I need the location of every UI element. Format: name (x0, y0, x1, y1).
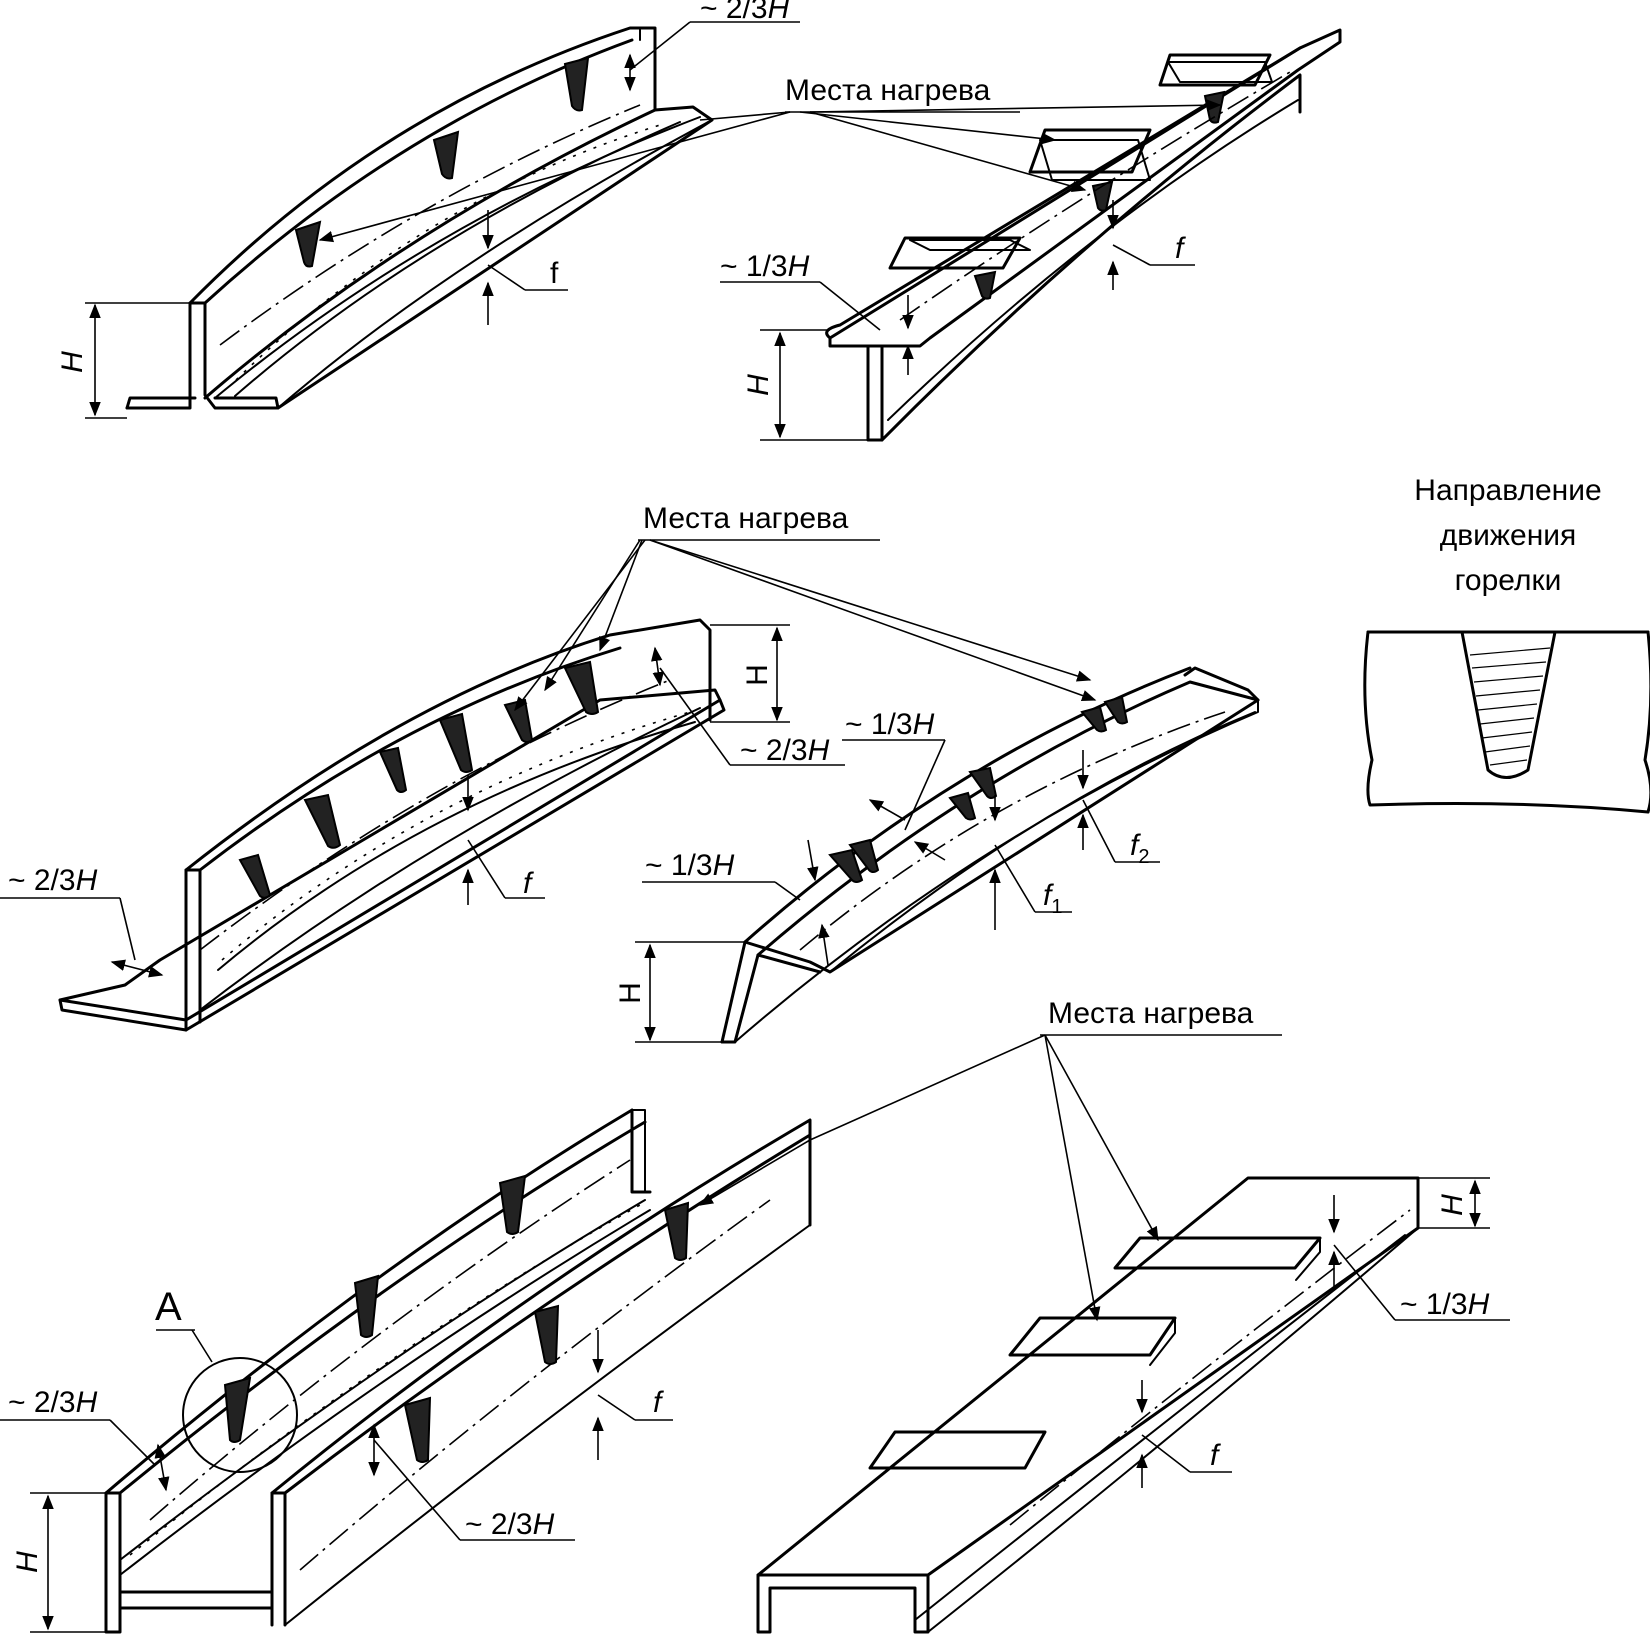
fig2-h-label: H (742, 374, 775, 396)
fig4-one-third-upper-label: ~ 1/3H (845, 708, 935, 741)
fig2-one-third-label: ~ 1/3H (720, 250, 810, 283)
fig3-heating-places-label: Места нагрева (643, 502, 849, 535)
fig7-h-label: H (1436, 1194, 1469, 1216)
fig4-angle-section: H ~ 1/3H ~ 1/3H f1 f2 (614, 666, 1260, 1044)
fig7-f-label: f (1210, 1439, 1221, 1472)
fig2-heating-places-label: Места нагрева (785, 74, 991, 107)
torch-direction-line3: горелки (1455, 564, 1562, 597)
fig4-h-label: H (614, 982, 647, 1004)
fig1-two-thirds-label: ~ 2/3H (700, 0, 790, 25)
torch-direction-line1: Направление (1414, 474, 1601, 507)
fig6-double-web-beam: A H ~ 2/3H ~ 2/3H f (0, 1108, 812, 1634)
fig1-h-label: H (56, 351, 89, 373)
fig4-one-third-lower-label: ~ 1/3H (645, 849, 735, 882)
fig6-two-thirds-bottom-label: ~ 2/3H (465, 1508, 555, 1541)
fig7-channel-section: H ~ 1/3H f Места нагрева (698, 997, 1510, 1634)
fig3-two-thirds-right-label: ~ 2/3H (740, 734, 830, 767)
fig3-two-thirds-left-label: ~ 2/3H (8, 864, 98, 897)
fig6-f-label: f (653, 1386, 664, 1419)
fig3-f-label: f (523, 867, 534, 900)
fig3-tee-beam-multiple: Места нагрева H ~ 2/3H ~ 2/3H f (0, 502, 1097, 1032)
torch-direction-line2: движения (1440, 519, 1577, 552)
fig6-two-thirds-left-label: ~ 2/3H (8, 1386, 98, 1419)
fig6-h-label: H (11, 1551, 44, 1573)
fig2-tee-beam-hatched: Места нагрева H ~ 1/3H f (318, 28, 1342, 442)
fig2-f-label: f (1175, 232, 1186, 265)
fig4-f2-label: f2 (1130, 829, 1149, 868)
fig7-heating-places-label: Места нагрева (1048, 997, 1254, 1030)
fig5-torch-direction-detail: Направление движения горелки (1363, 474, 1650, 814)
fig7-one-third-label: ~ 1/3H (1400, 1288, 1490, 1321)
detail-a-label: A (155, 1285, 182, 1329)
fig3-h-label: H (741, 664, 774, 686)
torch-groove-hatching (1469, 647, 1551, 766)
fig1-f-label: f (550, 257, 559, 290)
detail-a-circle (182, 1357, 298, 1473)
fig1-tee-beam: ~ 2/3H H f (56, 0, 800, 419)
fig4-f1-label: f1 (1043, 879, 1062, 918)
